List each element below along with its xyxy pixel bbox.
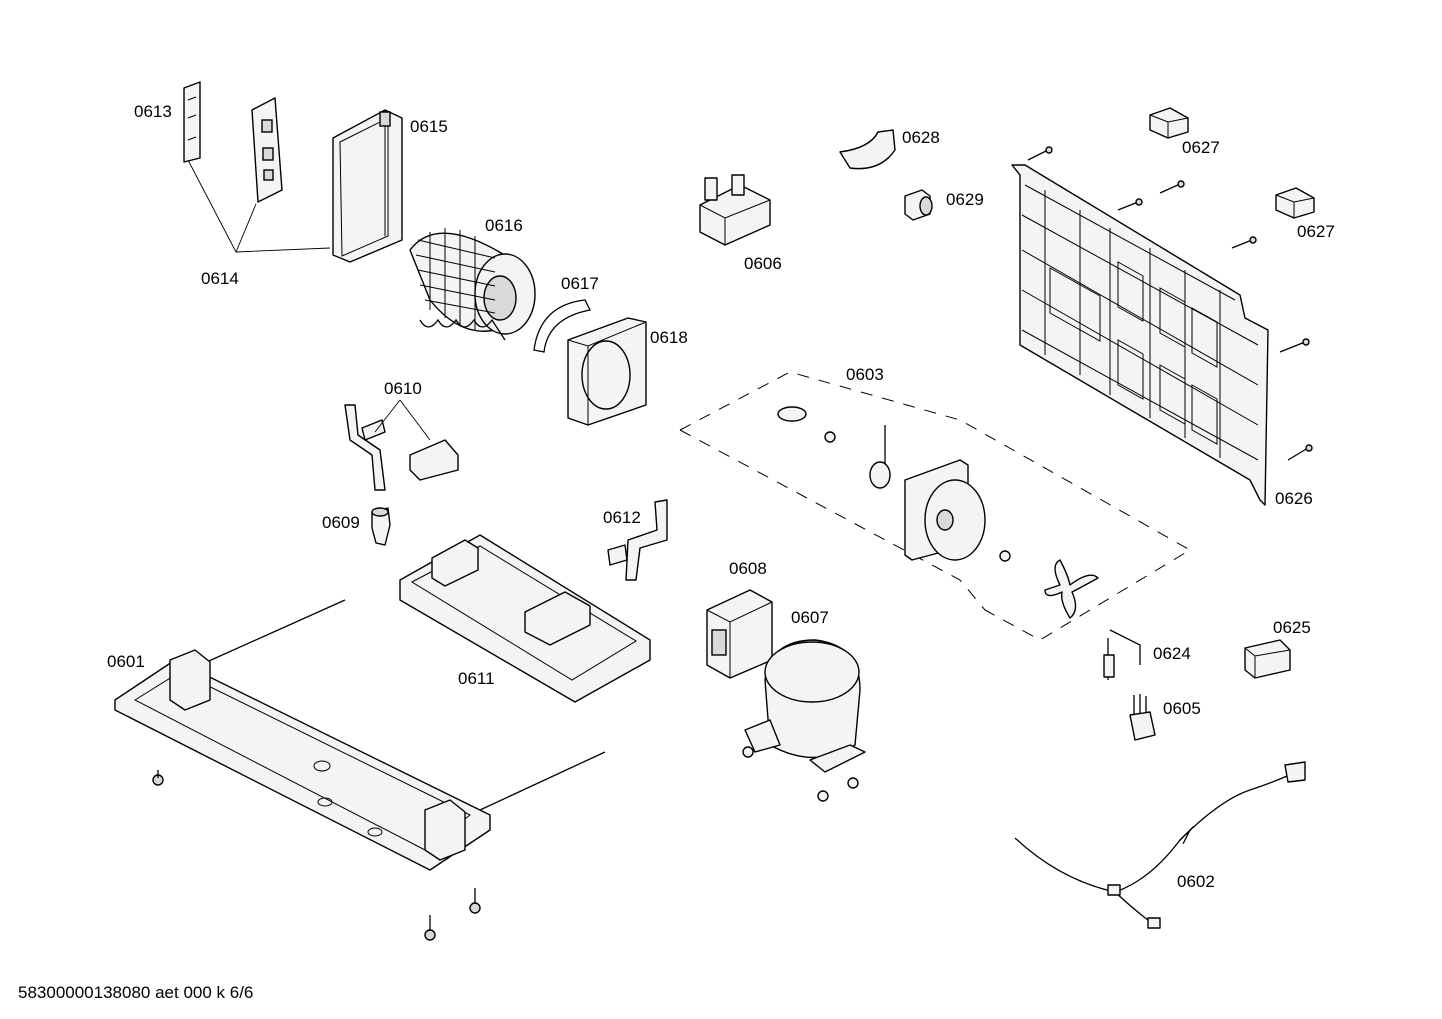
part-0627-cap-lower[interactable] — [1275, 187, 1315, 219]
label-0616: 0616 — [485, 216, 523, 235]
part-0608-relay-box[interactable] — [706, 589, 773, 679]
part-0614-control-board[interactable] — [251, 97, 283, 203]
part-0601-base-frame[interactable] — [114, 599, 606, 941]
label-0629: 0629 — [946, 190, 984, 209]
label-0614: 0614 — [201, 269, 239, 288]
label-0612: 0612 — [603, 508, 641, 527]
label-0613: 0613 — [134, 102, 172, 121]
part-0626-screws[interactable] — [1027, 146, 1313, 461]
part-0609-grommet[interactable] — [371, 507, 391, 546]
label-0605: 0605 — [1163, 699, 1201, 718]
part-0606-water-valve[interactable] — [699, 174, 771, 246]
part-0615-housing[interactable] — [332, 109, 403, 263]
part-0628-cover[interactable] — [839, 129, 896, 170]
part-0603-fan-assembly[interactable] — [679, 371, 1191, 641]
drawing-id: 58300000138080 aet 000 k 6/6 — [18, 983, 253, 1002]
part-0625-relay[interactable] — [1244, 639, 1291, 679]
label-0627-lower: 0627 — [1297, 222, 1335, 241]
part-0610-tube-and-clamp[interactable] — [344, 399, 459, 491]
part-0626-back-panel[interactable] — [1011, 164, 1269, 506]
label-0624: 0624 — [1153, 644, 1191, 663]
part-0617-clip[interactable] — [533, 299, 591, 353]
label-0601: 0601 — [107, 652, 145, 671]
part-0624-sensor[interactable] — [1103, 629, 1141, 680]
label-0602: 0602 — [1177, 872, 1215, 891]
part-0607-compressor[interactable] — [742, 639, 866, 802]
label-0615: 0615 — [410, 117, 448, 136]
part-0627-cap-upper[interactable] — [1149, 107, 1189, 139]
label-0610: 0610 — [384, 379, 422, 398]
part-0612-drain-tube[interactable] — [607, 499, 668, 581]
label-0609: 0609 — [322, 513, 360, 532]
part-0616-evaporator-coil[interactable] — [409, 228, 536, 341]
label-0611: 0611 — [458, 669, 495, 688]
label-0618: 0618 — [650, 328, 688, 347]
leader-0614 — [187, 159, 331, 253]
label-0627-upper: 0627 — [1182, 138, 1220, 157]
part-0611-drip-tray[interactable] — [399, 534, 651, 703]
label-0617: 0617 — [561, 274, 599, 293]
label-0607: 0607 — [791, 608, 829, 627]
label-0606: 0606 — [744, 254, 782, 273]
label-0608: 0608 — [729, 559, 767, 578]
label-0626: 0626 — [1275, 489, 1313, 508]
part-0629-fitting[interactable] — [904, 189, 933, 221]
part-0613-bracket[interactable] — [183, 81, 201, 163]
label-0625: 0625 — [1273, 618, 1311, 637]
part-0618-fan-shroud[interactable] — [567, 317, 647, 426]
label-0628: 0628 — [902, 128, 940, 147]
part-0605-component[interactable] — [1129, 694, 1156, 741]
part-0602-power-cord[interactable] — [1014, 761, 1306, 929]
label-0603: 0603 — [846, 365, 884, 384]
